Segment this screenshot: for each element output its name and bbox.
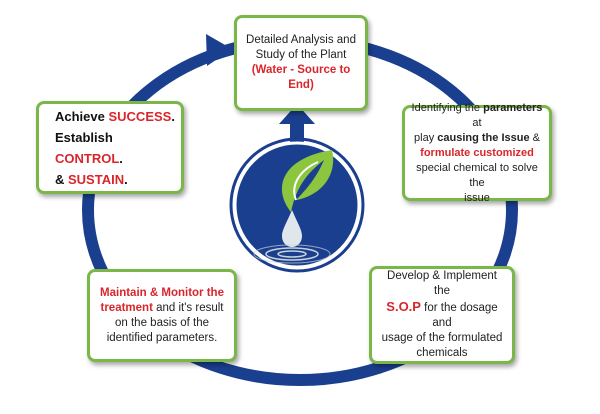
step-analysis-line1: Detailed Analysis and <box>246 34 356 46</box>
step-monitor-text-1: Maintain & Monitor the <box>100 286 224 299</box>
step-identify-text-9: issue <box>464 191 490 204</box>
step-analysis-box: Detailed Analysis and Study of the Plant… <box>234 15 368 111</box>
step-implement-text-3: for the dosage and <box>420 302 498 329</box>
step-success-a2: SUCCESS <box>108 108 172 124</box>
step-identify-text-7: formulate customized <box>420 146 534 159</box>
step-implement-text-5: chemicals <box>416 347 468 359</box>
step-identify-text-5: causing the Issue <box>437 131 530 144</box>
step-identify-box: Identifying the parameters at play causi… <box>402 101 552 204</box>
step-monitor-text-4: on the basis of the <box>115 316 209 329</box>
step-success-c3: . <box>124 171 128 187</box>
step-success-a3: . <box>171 108 175 124</box>
step-analysis-line3: (Water - Source to End) <box>251 64 351 91</box>
step-monitor-box: Maintain & Monitor the treatment and it'… <box>87 269 237 362</box>
step-analysis-line2: Study of the Plant <box>255 49 347 61</box>
step-success-b3: . <box>119 150 123 166</box>
step-identify-text-6: & <box>529 131 540 144</box>
step-monitor-text-5: identified parameters. <box>106 331 218 344</box>
step-implement-text-2: S.O.P <box>386 299 421 314</box>
up-arrow-icon <box>279 104 315 124</box>
step-identify-text-4: play <box>414 131 438 144</box>
step-monitor-text-2: treatment <box>100 301 153 314</box>
step-success-b1: Establish <box>55 129 113 145</box>
step-identify-text-3: at <box>472 116 482 129</box>
cycle-arrow-icon <box>206 34 232 66</box>
step-monitor-text-3: and it's result <box>152 301 224 314</box>
step-implement-box: Develop & Implement the S.O.P for the do… <box>369 266 515 364</box>
step-success-b2: CONTROL <box>55 150 120 166</box>
step-success-a1: Achieve <box>55 108 109 124</box>
step-identify-text-2: parameters <box>483 101 543 114</box>
step-success-box: Achieve SUCCESS. Establish CONTROL. & SU… <box>36 101 184 194</box>
step-success-c1: & <box>55 171 68 187</box>
up-arrow-shaft <box>290 120 304 142</box>
step-implement-text-4: usage of the formulated <box>381 332 503 344</box>
step-identify-text-8: special chemical to solve the <box>416 161 538 189</box>
step-implement-text-1: Develop & Implement the <box>387 270 497 297</box>
step-success-c2: SUSTAIN <box>68 171 125 187</box>
step-identify-text-1: Identifying the <box>411 101 484 114</box>
water-drop-leaf-icon <box>229 137 365 273</box>
